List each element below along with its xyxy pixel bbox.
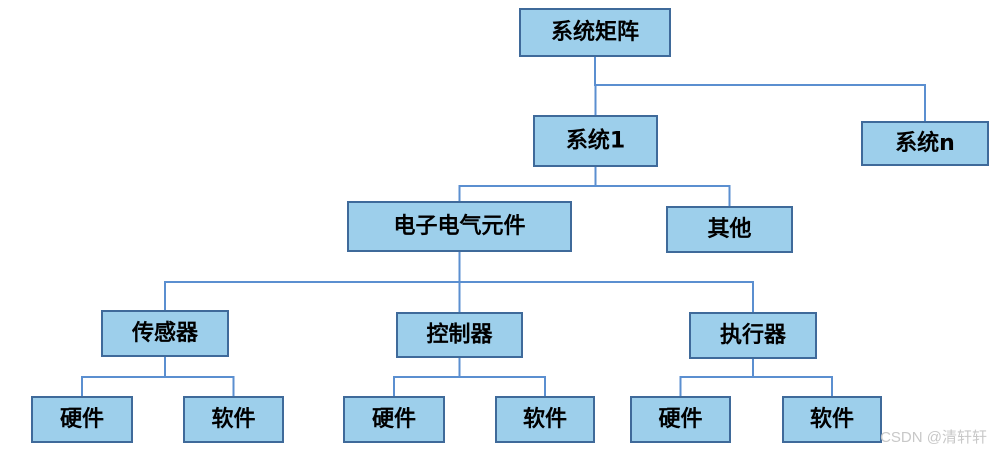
edge-system1-electrical <box>458 166 597 202</box>
node-actuator-software-label: 软件 <box>810 406 854 432</box>
edge-actuator-actuator_hw <box>679 358 754 397</box>
node-controller-hardware-label: 硬件 <box>372 407 416 432</box>
node-sensor-hardware: 硬件 <box>31 396 133 443</box>
node-sensor: 传感器 <box>101 310 229 357</box>
node-actuator-hardware: 硬件 <box>630 396 731 443</box>
node-controller-label: 控制器 <box>426 322 493 348</box>
edge-electrical-actuator <box>458 251 754 313</box>
node-controller-software: 软件 <box>495 396 595 443</box>
node-root: 系统矩阵 <box>519 8 671 57</box>
edge-sensor-sensor_sw <box>164 356 235 397</box>
edge-root-systemn <box>594 56 926 122</box>
node-system1: 系统1 <box>533 115 658 167</box>
watermark: CSDN @清轩轩 <box>880 429 987 446</box>
node-system1-label: 系统1 <box>566 128 625 154</box>
node-sensor-software: 软件 <box>183 396 284 443</box>
edge-actuator-actuator_sw <box>752 358 833 397</box>
node-electrical-label: 电子电气元件 <box>393 213 525 239</box>
node-sensor-hardware-label: 硬件 <box>60 407 104 432</box>
node-actuator-software: 软件 <box>782 396 882 443</box>
node-other: 其他 <box>666 206 793 253</box>
node-systemn: 系统n <box>861 121 989 166</box>
node-controller-hardware: 硬件 <box>343 396 445 443</box>
node-other-label: 其他 <box>707 217 751 242</box>
node-root-label: 系统矩阵 <box>551 19 639 45</box>
node-actuator: 执行器 <box>689 312 817 359</box>
node-actuator-hardware-label: 硬件 <box>658 407 702 432</box>
node-actuator-label: 执行器 <box>720 322 787 348</box>
node-electrical: 电子电气元件 <box>347 201 572 252</box>
connector-lines <box>81 56 926 397</box>
edge-electrical-sensor <box>164 251 461 311</box>
node-sensor-label: 传感器 <box>131 320 199 346</box>
edge-controller-controller_sw <box>458 357 546 397</box>
edge-controller-controller_hw <box>393 357 461 397</box>
edge-sensor-sensor_hw <box>81 356 166 397</box>
node-systemn-label: 系统n <box>895 130 955 156</box>
node-sensor-software-label: 软件 <box>211 406 255 432</box>
edge-system1-other <box>594 166 731 207</box>
node-controller: 控制器 <box>396 312 523 358</box>
node-controller-software-label: 软件 <box>523 406 567 432</box>
